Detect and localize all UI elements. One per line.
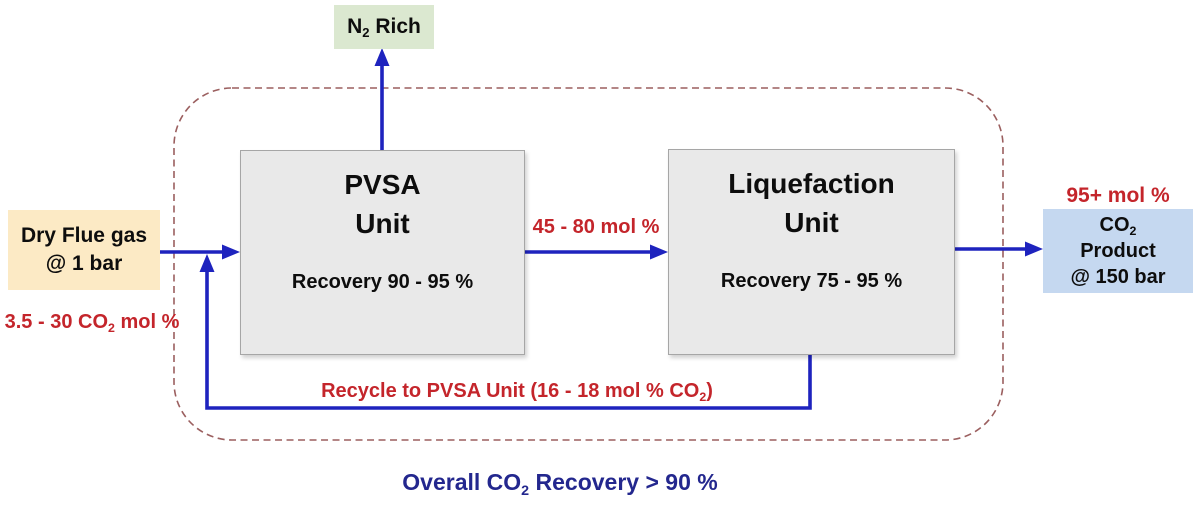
co2-product-line3: @ 150 bar xyxy=(1070,266,1166,288)
co2-product-line2: Product xyxy=(1080,240,1156,262)
co2-product-box: CO2 Product @ 150 bar xyxy=(1043,209,1193,293)
pvsa-recovery-label: Recovery 90 - 95 % xyxy=(291,271,474,294)
dry-flue-gas-box: Dry Flue gas @ 1 bar xyxy=(8,210,160,290)
co2-subscript: 2 xyxy=(1129,223,1137,238)
pvsa-outlet-label: 45 - 80 mol % xyxy=(532,216,660,238)
feed-arrowhead-icon xyxy=(222,244,240,260)
dry-flue-gas-line2: @ 1 bar xyxy=(45,252,123,275)
recycle-arrowhead-icon xyxy=(199,254,215,272)
product-purity-label: 95+ mol % xyxy=(1066,184,1170,207)
recycle-line xyxy=(205,266,812,410)
pvsa-to-liquefaction-arrowhead-icon xyxy=(650,244,668,260)
n2-rich-label: N2 Rich xyxy=(347,15,421,41)
liquefaction-unit-box: Liquefaction Unit Recovery 75 - 95 % xyxy=(668,149,955,355)
liquefaction-unit-title: Liquefaction Unit xyxy=(728,168,895,239)
recycle-stream-label: Recycle to PVSA Unit (16 - 18 mol % CO2) xyxy=(321,380,713,404)
pvsa-unit-box: PVSA Unit Recovery 90 - 95 % xyxy=(240,150,525,355)
co2-product-line1: CO2 xyxy=(1099,214,1137,238)
feed-composition-label: 3.5 - 30 CO2 mol % xyxy=(4,311,180,335)
overall-recovery-label: Overall CO2 Recovery > 90 % xyxy=(402,469,718,499)
liquefaction-recovery-label: Recovery 75 - 95 % xyxy=(720,270,903,293)
dry-flue-gas-line1: Dry Flue gas xyxy=(20,223,148,247)
pvsa-unit-title: PVSA Unit xyxy=(344,169,421,240)
n2-arrowhead-icon xyxy=(374,48,390,66)
product-arrowhead-icon xyxy=(1025,241,1043,257)
n2-rich-box: N2 Rich xyxy=(334,5,434,49)
n2-subscript: 2 xyxy=(362,25,370,41)
system-boundary-dashed-frame xyxy=(173,87,1004,441)
